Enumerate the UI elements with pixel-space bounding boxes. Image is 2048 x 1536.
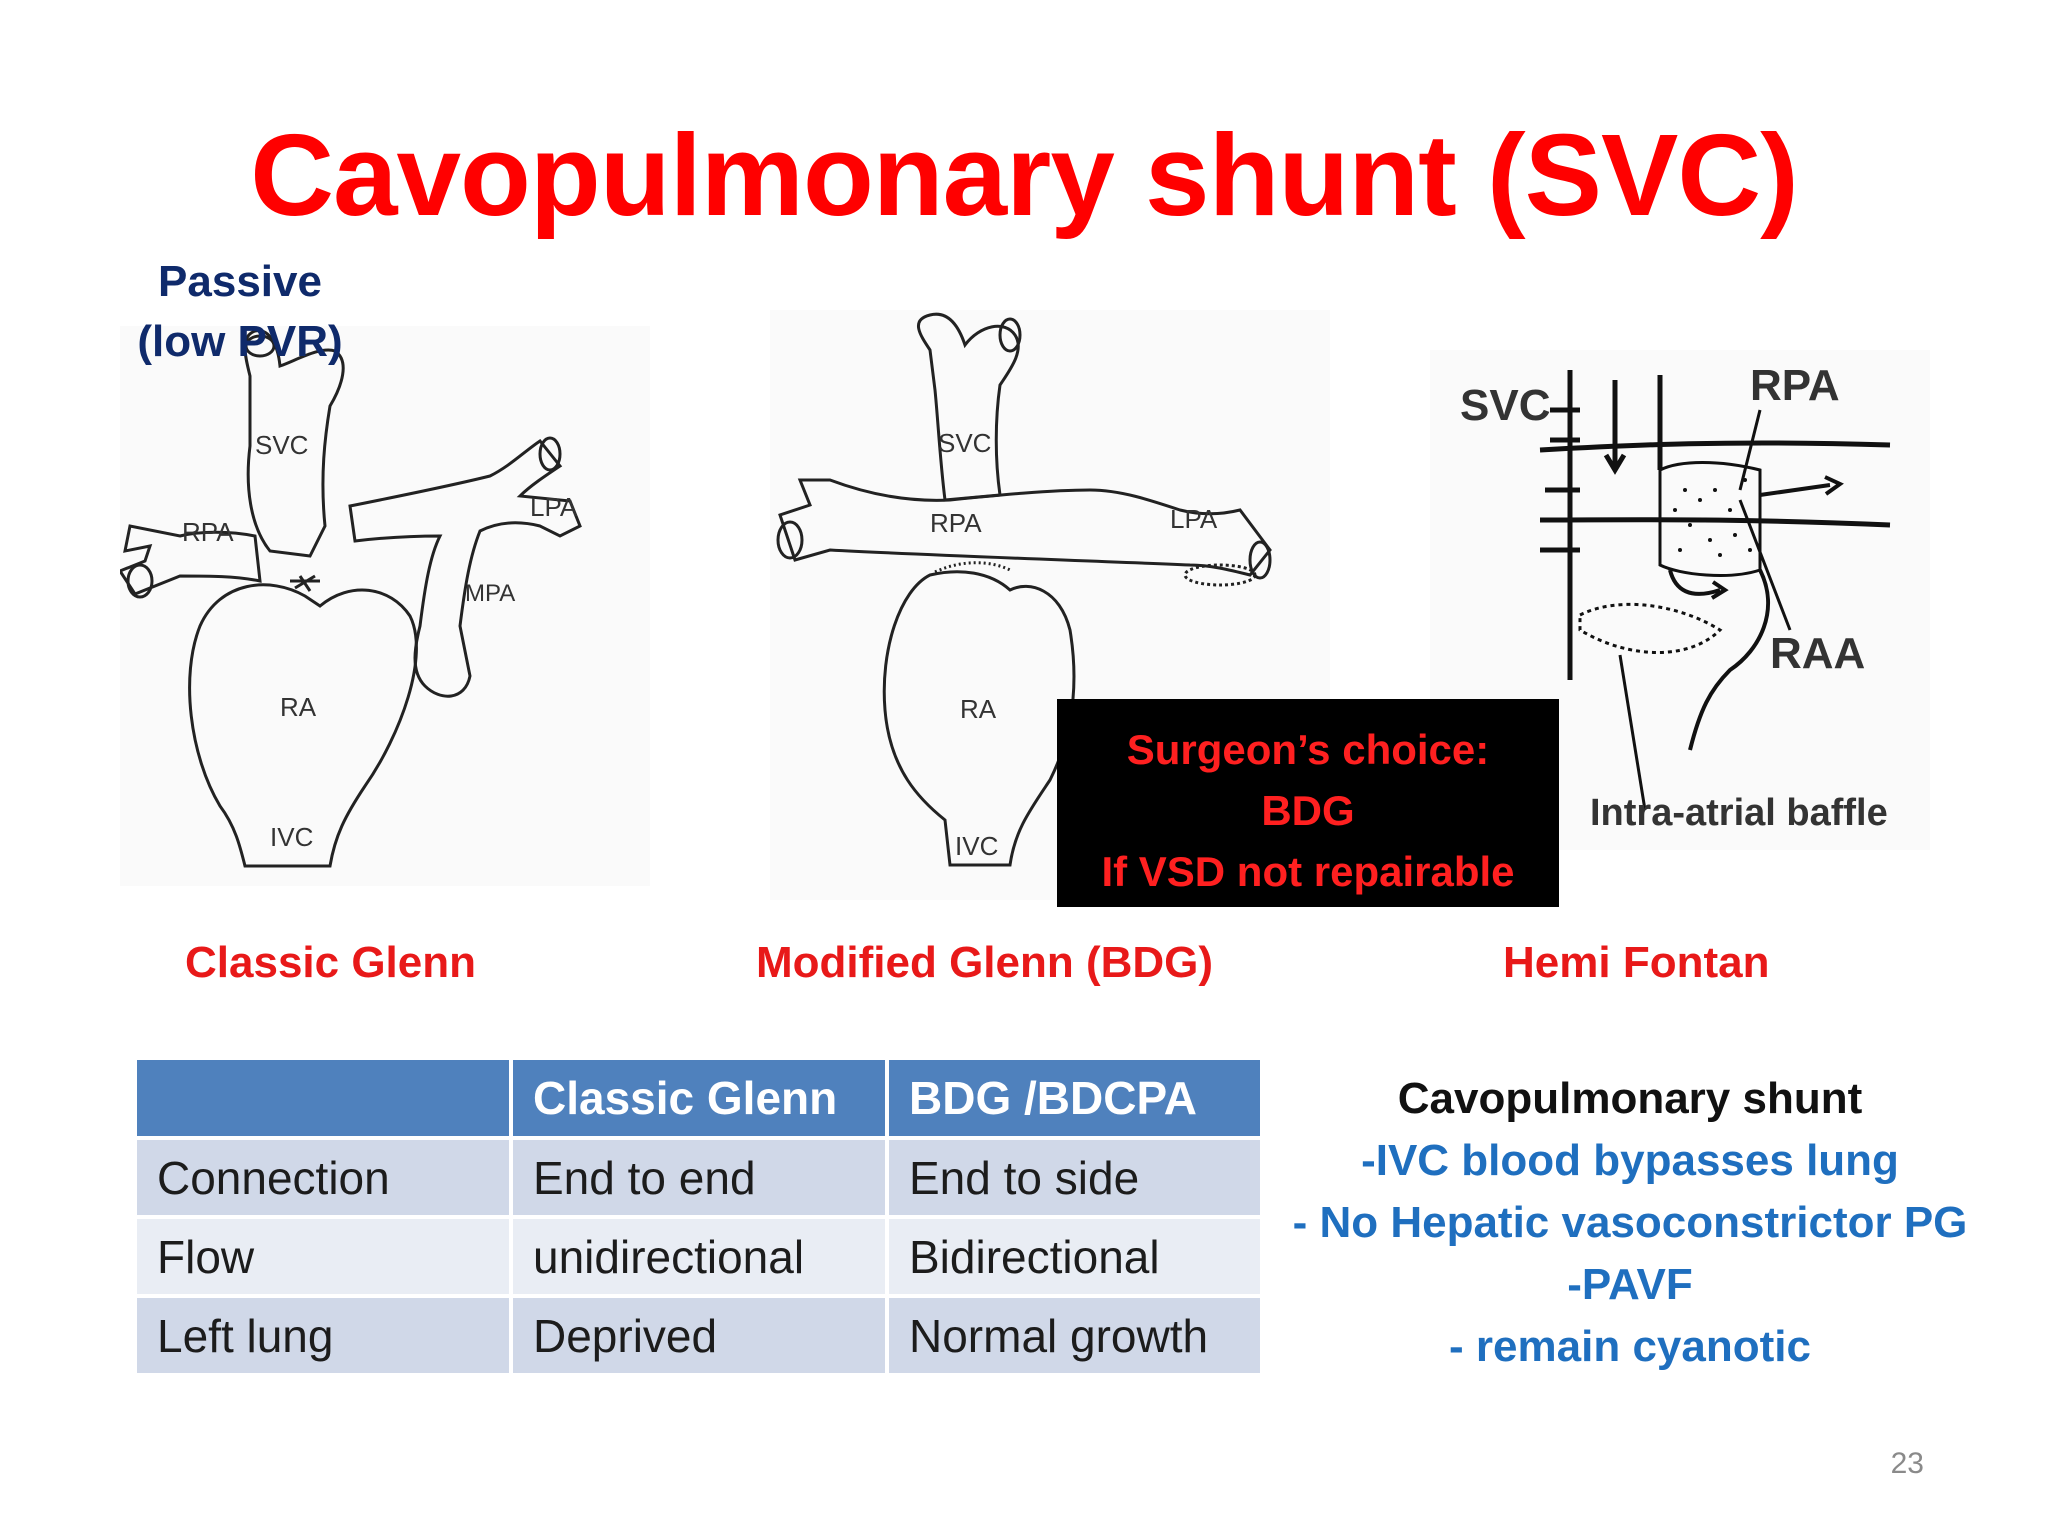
passive-note: Passive (low PVR) <box>135 252 345 372</box>
modified-rpa-label: RPA <box>930 508 982 538</box>
notes-line: - No Hepatic vasoconstrictor PG <box>1292 1198 1968 1247</box>
hemi-svc-label: SVC <box>1460 381 1550 430</box>
classic-ra-label: RA <box>280 692 317 722</box>
hemi-fontan-diagram: SVC RPA RAA Intra-atrial baffle <box>1430 350 1930 850</box>
hemi-raa-label: RAA <box>1770 629 1865 678</box>
notes-heading: Cavopulmonary shunt <box>1397 1074 1863 1123</box>
table-header-row: Classic Glenn BDG /BDCPA <box>137 1060 1264 1140</box>
modified-ra-label: RA <box>960 694 997 724</box>
passive-line-1: Passive <box>158 257 322 306</box>
table-cell: Connection <box>137 1140 513 1219</box>
surgeon-choice-box: Surgeon’s choice: BDG If VSD not repaira… <box>1057 699 1559 907</box>
caption-modified-glenn: Modified Glenn (BDG) <box>756 938 1214 987</box>
shunt-notes: Cavopulmonary shunt -IVC blood bypasses … <box>1260 1068 2000 1378</box>
modified-lpa-label: LPA <box>1170 504 1218 534</box>
classic-ivc-label: IVC <box>270 822 313 852</box>
surgeon-choice-line-2: BDG <box>1261 787 1355 834</box>
table-cell: Normal growth <box>889 1298 1264 1377</box>
modified-svc-label: SVC <box>938 428 991 458</box>
caption-classic-glenn: Classic Glenn <box>185 938 477 987</box>
table-header-cell: Classic Glenn <box>513 1060 889 1140</box>
table-cell: End to side <box>889 1140 1264 1219</box>
table-row: Flow unidirectional Bidirectional <box>137 1219 1264 1298</box>
classic-svc-label: SVC <box>255 430 308 460</box>
table-header-cell <box>137 1060 513 1140</box>
table-cell: Bidirectional <box>889 1219 1264 1298</box>
classic-glenn-diagram: SVC RPA LPA MPA RA IVC <box>120 326 650 886</box>
hemi-baffle-label: Intra-atrial baffle <box>1590 792 1888 834</box>
table-header-cell: BDG /BDCPA <box>889 1060 1264 1140</box>
caption-hemi-fontan: Hemi Fontan <box>1503 938 1770 987</box>
modified-glenn-diagram: SVC RPA LPA RA IVC <box>770 310 1330 900</box>
table-row: Connection End to end End to side <box>137 1140 1264 1219</box>
passive-line-2: (low PVR) <box>137 317 343 366</box>
slide-title: Cavopulmonary shunt (SVC) <box>250 110 1799 240</box>
classic-lpa-label: LPA <box>530 492 578 522</box>
table-cell: Left lung <box>137 1298 513 1377</box>
notes-line: - remain cyanotic <box>1449 1322 1811 1371</box>
notes-line: -IVC blood bypasses lung <box>1361 1136 1899 1185</box>
classic-rpa-label: RPA <box>182 517 234 547</box>
surgeon-choice-line-3: If VSD not repairable <box>1101 848 1515 895</box>
page-number: 23 <box>1890 1447 1924 1480</box>
table-row: Left lung Deprived Normal growth <box>137 1298 1264 1377</box>
classic-mpa-label: MPA <box>465 580 515 607</box>
table-cell: unidirectional <box>513 1219 889 1298</box>
notes-line: -PAVF <box>1567 1260 1693 1309</box>
modified-ivc-label: IVC <box>955 831 998 861</box>
table-cell: Flow <box>137 1219 513 1298</box>
hemi-rpa-label: RPA <box>1750 361 1840 410</box>
table-cell: End to end <box>513 1140 889 1219</box>
table-cell: Deprived <box>513 1298 889 1377</box>
surgeon-choice-line-1: Surgeon’s choice: <box>1126 726 1490 773</box>
comparison-table: Classic Glenn BDG /BDCPA Connection End … <box>137 1060 1264 1377</box>
